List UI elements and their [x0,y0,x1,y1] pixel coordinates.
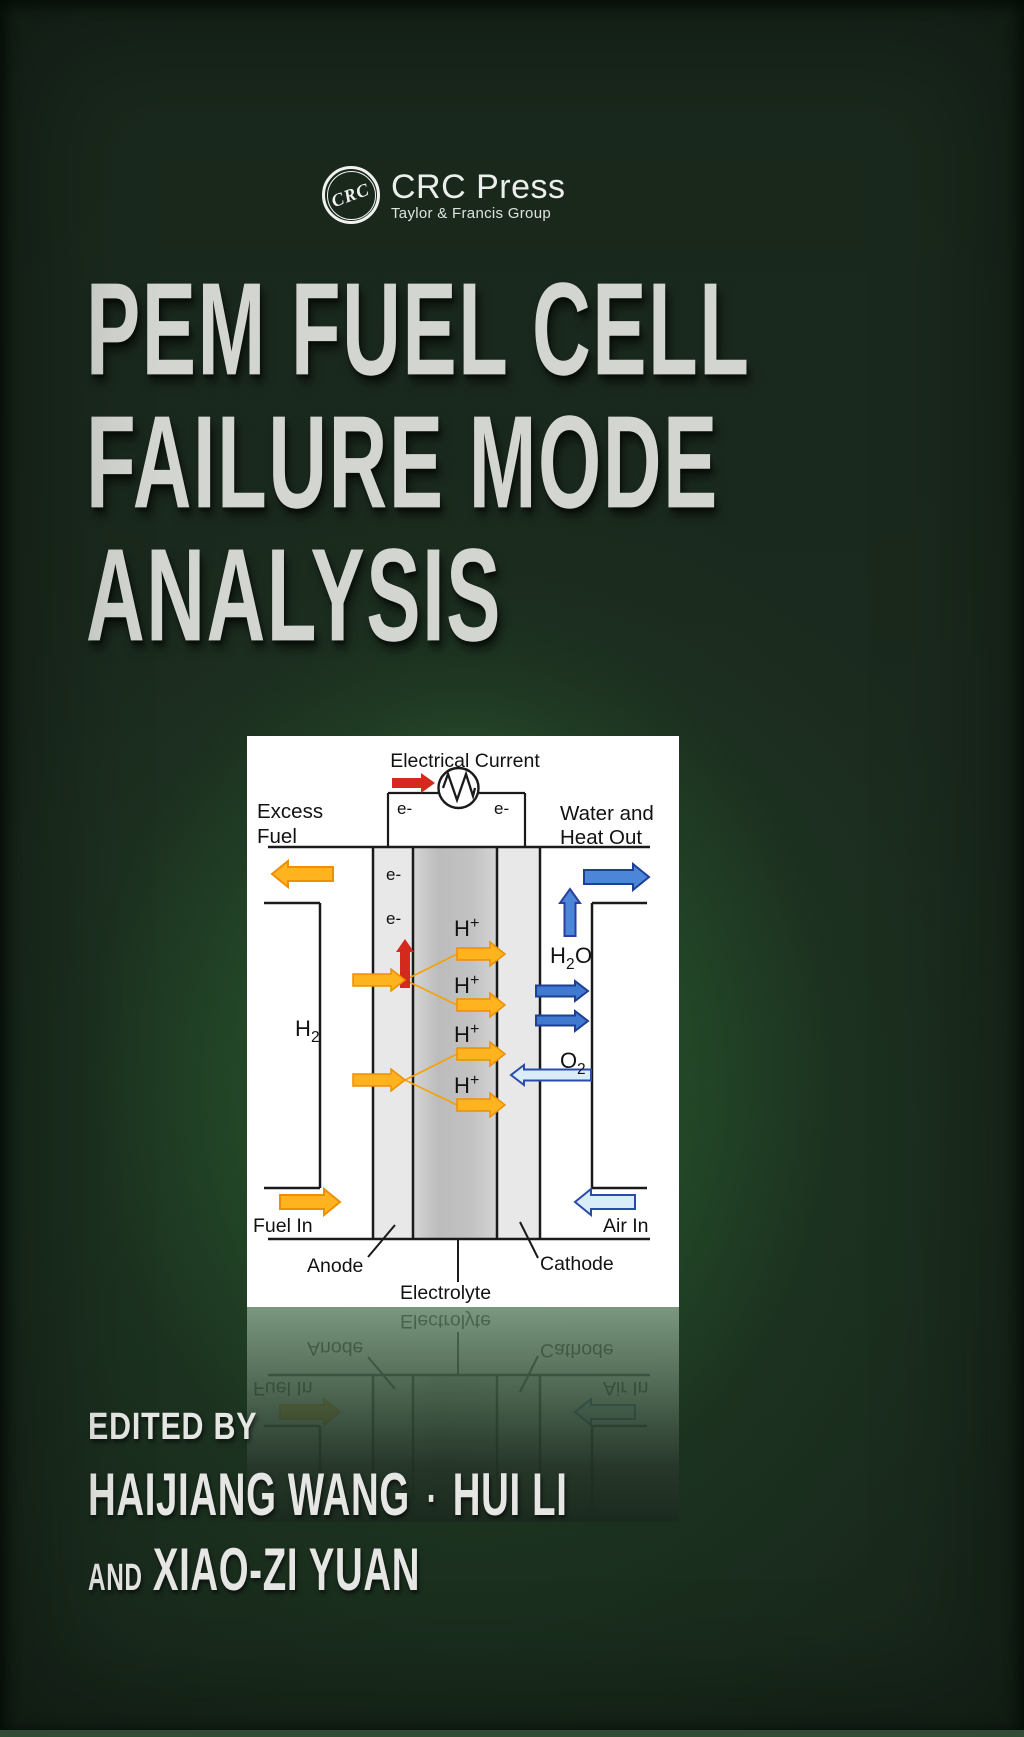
publisher-group: Taylor & Francis Group [391,205,551,222]
name-separator-icon: ▪ [427,1482,435,1514]
load-resistor-icon [437,766,480,810]
hplus-label-4-sup: + [470,1072,479,1089]
electron-label-anode-2: e- [386,909,401,928]
hplus-label-3: H [454,1022,470,1047]
air-in-label: Air In [603,1215,649,1237]
h2o-label-h: H [550,943,566,968]
water-up-arrow-icon [558,887,582,937]
h2-label-sub: 2 [311,1029,320,1046]
editor-names-line: HAIJIANG WANG ▪ HUI LI [88,1460,568,1529]
cathode-label: Cathode [540,1253,614,1275]
crc-logo-icon: CRC [322,166,380,224]
o2-arrow-icon [509,1062,592,1088]
excess-fuel-arrow-icon [270,858,334,890]
editor-name-2: HUI LI [452,1461,568,1528]
edited-by-label: EDITED BY [88,1406,258,1448]
hplus-arrow-4-icon [456,1091,507,1119]
and-label: AND [88,1557,143,1599]
diagram-reflection [247,1307,679,1522]
anode-layer [373,847,413,1239]
electron-label-anode-1: e- [386,865,401,884]
hplus-label-4: H [454,1073,470,1098]
electron-label-wire-left: e- [397,799,412,818]
reflection-tint [247,1307,679,1522]
circuit-wire [386,791,527,847]
hplus-label-1: H [454,916,470,941]
title-line-2: FAILURE MODE [86,388,719,537]
h2o-label-sub: 2 [566,956,575,973]
hplus-arrow-2-icon [456,991,507,1019]
publisher-name: CRC Press [391,168,566,206]
hplus-arrow-1-icon [456,940,507,968]
electron-label-wire-right: e- [494,799,509,818]
fuel-in-label: Fuel In [253,1215,313,1237]
fuel-cell-diagram: Electrical Current e- e- Excess Fuel Wat… [247,736,679,1307]
current-arrow-icon [392,773,435,793]
label-pointers [367,1221,539,1282]
cathode-layer [497,847,540,1239]
hplus-label-2-sup: + [470,972,479,989]
publisher-logo: CRC CRC Press Taylor & Francis Group [322,166,566,224]
electrolyte-label: Electrolyte [400,1282,491,1304]
hplus-arrow-3-icon [456,1040,507,1068]
hplus-label-3-sup: + [470,1021,479,1038]
electrical-current-label: Electrical Current [390,750,540,772]
air-channel-wall [590,901,647,1190]
h2o-arrow-1-icon [535,978,590,1004]
air-in-arrow-icon [573,1186,636,1218]
electrolyte-layer [413,847,497,1239]
water-heat-label-2: Heat Out [560,826,642,849]
h2o-arrow-2-icon [535,1008,590,1034]
bottom-edge-strip [0,1730,1024,1737]
fuel-in-arrow-icon [279,1186,342,1218]
publisher-text: CRC Press Taylor & Francis Group [391,166,566,222]
title-line-3: ANALYSIS [86,521,502,670]
hplus-label-2: H [454,973,470,998]
water-out-arrow-icon [583,861,651,893]
h2-arrow-1-icon [352,967,407,993]
h2-arrow-2-icon [352,1067,407,1093]
editor-name-3: XIAO-ZI YUAN [152,1536,421,1603]
o2-label: O [560,1048,577,1073]
title-line-1: PEM FUEL CELL [86,255,751,404]
h2-label: H [295,1016,311,1041]
excess-fuel-label-1: Excess [257,800,323,823]
hplus-label-1-sup: + [470,915,479,932]
anode-label: Anode [307,1255,363,1277]
proton-connectors [404,953,458,1106]
resistor-zigzag-icon [441,770,477,804]
h2o-label-o: O [575,943,592,968]
crc-monogram: CRC [329,178,373,211]
water-heat-label-1: Water and [560,802,654,825]
excess-fuel-label-2: Fuel [257,825,297,848]
editor-name-1: HAIJIANG WANG [88,1461,410,1528]
cell-outline [268,845,650,1241]
o2-label-sub: 2 [577,1061,586,1078]
fuel-channel-wall [264,901,322,1190]
